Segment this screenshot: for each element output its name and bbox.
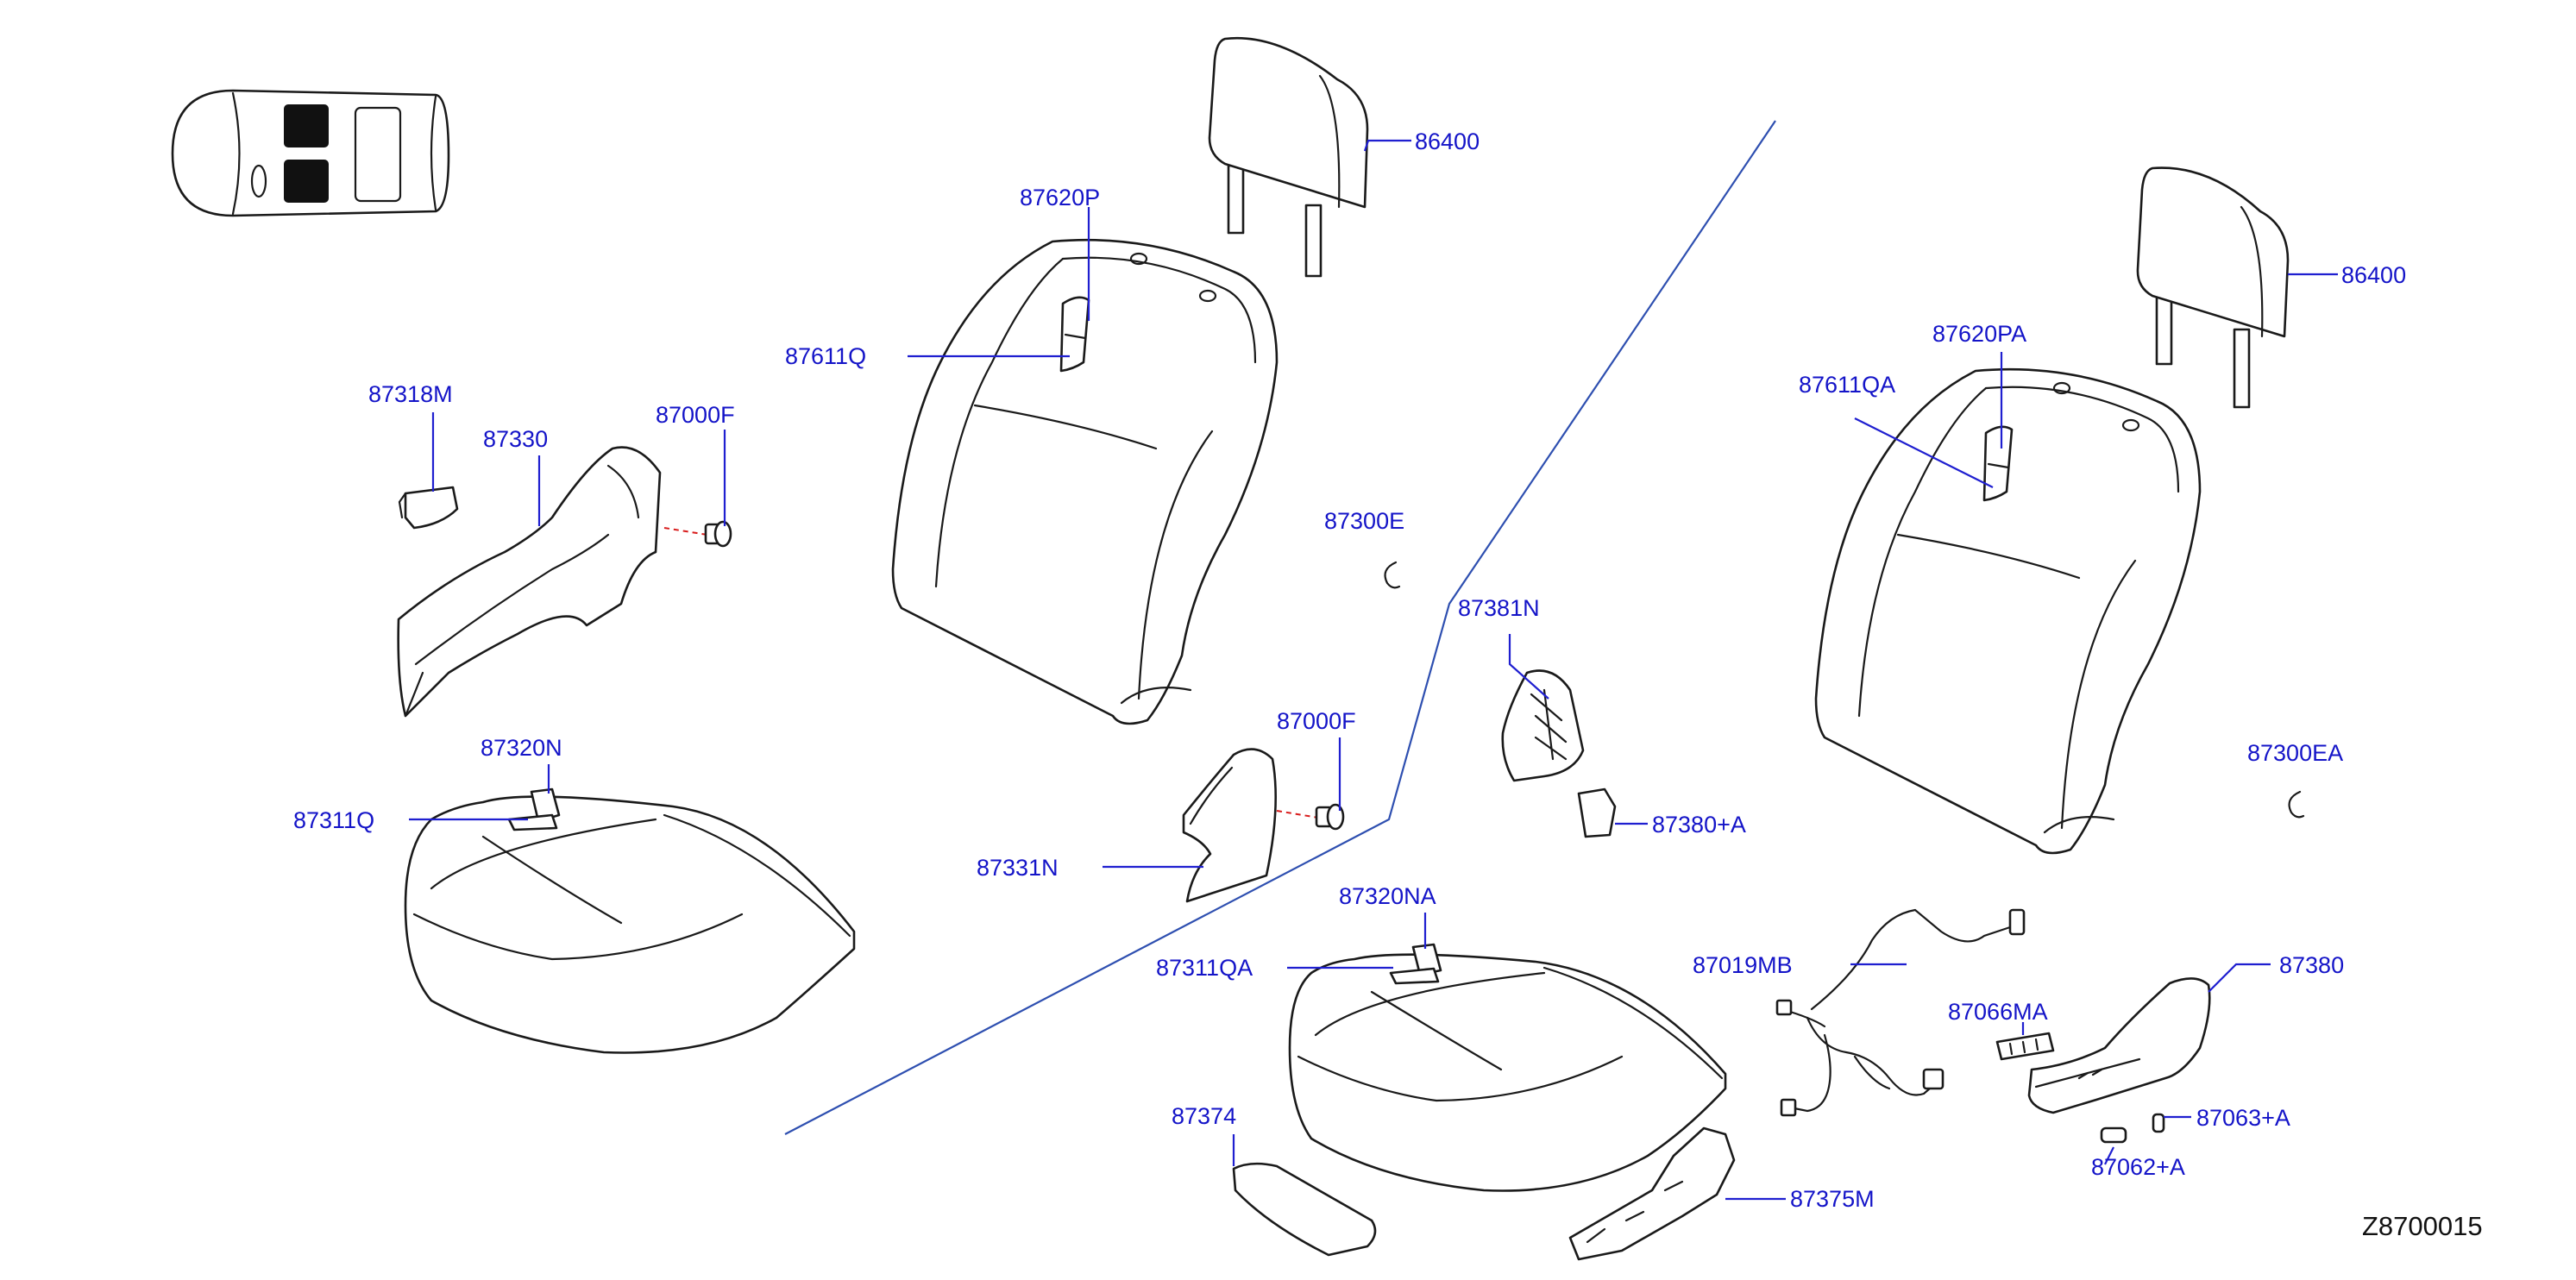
seat-side-finisher: [2027, 977, 2211, 1114]
trim-87374: [1232, 1162, 1377, 1257]
callout-87300ea: 87300EA: [2247, 740, 2343, 766]
callout-87019mb: 87019MB: [1693, 952, 1793, 978]
front-seat-highlight: [284, 160, 329, 203]
seat-cushion-rear: [1288, 943, 1727, 1192]
callout-87381n: 87381N: [1458, 595, 1540, 621]
knob-87062a: [2100, 1126, 2127, 1144]
callout-87318m: 87318M: [368, 381, 453, 407]
seat-cushion-front: [404, 787, 856, 1054]
bolt-87000f-top: [663, 520, 732, 548]
callout-87063a: 87063+A: [2196, 1105, 2290, 1131]
ring-87300ea: [2288, 790, 2305, 819]
callout-87062a: 87062+A: [2091, 1154, 2185, 1180]
callout-87320na: 87320NA: [1339, 883, 1436, 909]
diagram-code: Z8700015: [2362, 1211, 2483, 1241]
seatback-side-finisher: [397, 446, 662, 718]
callout-86400-front: 86400: [1415, 129, 1480, 154]
section-divider-line: [784, 120, 1776, 1135]
callout-labels: 86400 87620P 87611Q 87318M 87330 87000F …: [293, 129, 2406, 1212]
knob-87063a: [2152, 1113, 2165, 1133]
callout-87620p: 87620P: [1020, 185, 1100, 210]
callout-87620pa: 87620PA: [1932, 321, 2026, 347]
callout-87374: 87374: [1172, 1103, 1236, 1129]
bracket-87375m: [1568, 1126, 1736, 1261]
callout-87380a-small: 87380+A: [1652, 812, 1746, 838]
lumbar-mechanism: [1501, 669, 1585, 782]
callout-87330: 87330: [483, 426, 548, 452]
callout-87331n: 87331N: [977, 855, 1059, 881]
ring-87300e: [1384, 561, 1401, 589]
callout-86400-rear: 86400: [2341, 262, 2406, 288]
leader-lines: [409, 139, 2338, 1201]
bolt-87000f-mid: [1276, 803, 1345, 831]
bracket-87380a: [1577, 787, 1617, 838]
callout-87320n: 87320N: [481, 735, 562, 761]
front-seat-highlight: [284, 104, 329, 147]
headrest-front: [1208, 36, 1369, 278]
headrest-rear: [2136, 166, 2290, 409]
callout-87311qa: 87311QA: [1156, 955, 1253, 981]
seatback-side-cover: [1182, 748, 1277, 903]
callout-87066ma: 87066MA: [1948, 999, 2048, 1025]
wire-harness: [1775, 908, 2026, 1117]
callout-87611qa: 87611QA: [1799, 372, 1895, 398]
callout-87300e: 87300E: [1324, 508, 1404, 534]
clip-87318m: [398, 486, 459, 530]
callout-87311q: 87311Q: [293, 807, 374, 833]
seat-switch: [1995, 1032, 2055, 1061]
callout-87000f-mid: 87000F: [1277, 708, 1356, 734]
callout-87380: 87380: [2279, 952, 2344, 978]
callout-87000f-top: 87000F: [656, 402, 735, 428]
callout-87375m: 87375M: [1790, 1186, 1875, 1212]
seatback-cover-front: [891, 238, 1279, 725]
seatback-cover-rear: [1814, 367, 2202, 855]
vehicle-locator-icon: [171, 89, 450, 217]
callout-87611q: 87611Q: [785, 343, 866, 369]
